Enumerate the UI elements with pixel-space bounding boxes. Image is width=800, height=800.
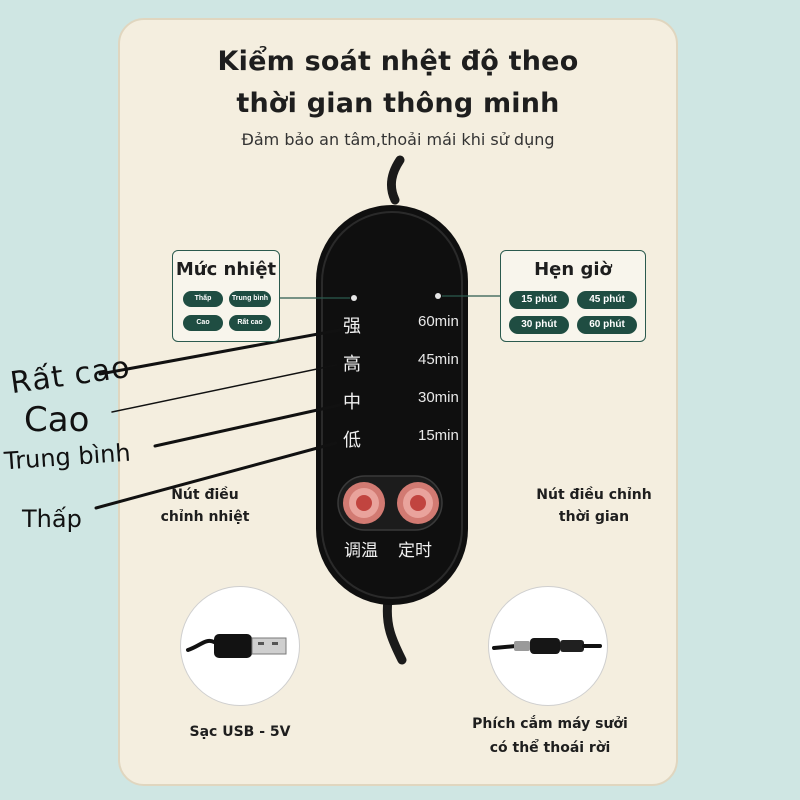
timer-button-label: 定时 xyxy=(398,541,432,561)
temp-button[interactable] xyxy=(343,482,385,524)
temp-level-high: 高 xyxy=(343,354,361,375)
timer-option-60[interactable]: 60 phút xyxy=(577,316,637,334)
temp-level-panel: Mức nhiệt Thấp Trung bình Cao Rất cao xyxy=(172,250,280,342)
handwritten-high: Cao xyxy=(24,400,90,440)
annotation-line-high xyxy=(111,364,337,413)
timer-level-15: 15min xyxy=(418,427,459,444)
timer-level-45: 45min xyxy=(418,351,459,368)
handwritten-low: Thấp xyxy=(22,505,82,533)
timer-panel-title: Hẹn giờ xyxy=(534,259,612,280)
title-line-2: thời gian thông minh xyxy=(236,88,560,119)
usb-charge-label: Sạc USB - 5V xyxy=(189,724,291,740)
temp-option-medium[interactable]: Trung bình xyxy=(229,291,271,307)
temp-panel-title: Mức nhiệt xyxy=(175,259,277,280)
timer-option-45[interactable]: 45 phút xyxy=(577,291,637,309)
temp-level-low: 低 xyxy=(343,430,361,451)
top-cable xyxy=(386,155,405,205)
timer-level-30: 30min xyxy=(418,389,459,406)
temp-button-label: 调温 xyxy=(344,541,378,561)
temp-option-high[interactable]: Cao xyxy=(183,315,223,331)
usb-plug-icon xyxy=(186,634,287,658)
timer-indicator-dot xyxy=(435,293,441,299)
annotation-line-medium xyxy=(153,403,342,448)
timer-callout-line-2: thời gian xyxy=(558,509,630,525)
timer-callout-line-1: Nút điều chỉnh xyxy=(536,487,652,503)
timer-option-15[interactable]: 15 phút xyxy=(509,291,569,309)
timer-level-60: 60min xyxy=(418,313,459,330)
timer-option-30[interactable]: 30 phút xyxy=(509,316,569,334)
timer-button-callout: Nút điều chỉnh thời gian xyxy=(528,484,660,528)
bottom-cable xyxy=(382,595,407,665)
dc-plug-label-line-2: có thể thoái rời xyxy=(489,740,611,756)
annotation-line-very-high xyxy=(98,328,342,376)
temp-button-callout: Nút điều chỉnh nhiệt xyxy=(150,484,260,528)
temp-option-low[interactable]: Thấp xyxy=(183,291,223,307)
temp-callout-line-2: chỉnh nhiệt xyxy=(160,509,250,525)
subtitle: Đảm bảo an tâm,thoải mái khi sử dụng xyxy=(241,130,555,149)
dc-plug-label: Phích cắm máy sưởi có thể thoái rời xyxy=(450,712,650,760)
temp-option-very-high[interactable]: Rất cao xyxy=(229,315,271,331)
title-line-1: Kiểm soát nhệt độ theo xyxy=(217,46,579,77)
dc-plug-label-line-1: Phích cắm máy sưởi xyxy=(472,716,628,732)
temp-callout-line-1: Nút điều xyxy=(171,487,239,503)
temp-indicator-dot xyxy=(351,295,357,301)
temp-level-strong: 强 xyxy=(343,316,361,337)
annotation-line-low xyxy=(94,441,338,510)
timer-button[interactable] xyxy=(397,482,439,524)
dc-plug-icon xyxy=(492,638,602,654)
timer-panel: Hẹn giờ 15 phút 45 phút 30 phút 60 phút xyxy=(500,250,646,342)
temp-level-medium: 中 xyxy=(343,392,361,413)
